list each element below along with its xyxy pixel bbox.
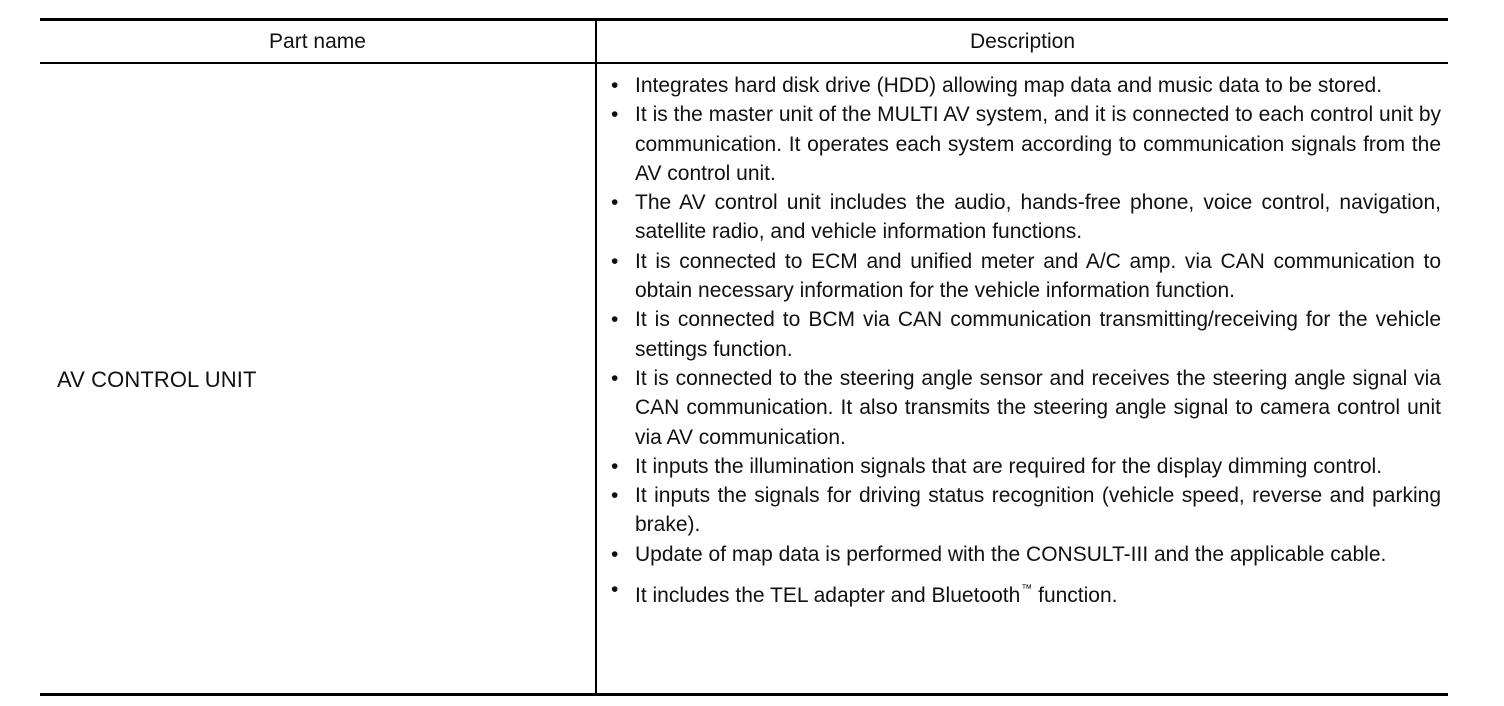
column-divider [595,21,597,693]
description-text: The AV control unit includes the audio, … [635,191,1441,244]
spec-table: Part name Description AV CONTROL UNIT • … [40,18,1448,696]
bullet-icon: • [611,191,619,215]
description-text: Integrates hard disk drive (HDD) allowin… [635,74,1383,97]
description-text: Update of map data is performed with the… [635,542,1387,566]
description-text: It includes the TEL adapter and Bluetoot… [635,584,1021,608]
description-text: It is the master unit of the MULTI AV sy… [635,103,1441,185]
bullet-icon: • [611,484,619,508]
description-item: • It inputs the signals for driving stat… [611,481,1441,540]
description-item: • It is connected to ECM and unified met… [611,247,1441,306]
bullet-icon: • [611,454,619,478]
bullet-icon: • [611,103,619,127]
description-item: • It is the master unit of the MULTI AV … [611,100,1441,188]
bullet-icon: • [611,249,619,273]
bullet-icon: • [611,308,619,332]
description-item: • It is connected to BCM via CAN communi… [611,305,1441,364]
description-text: It is connected to BCM via CAN communica… [635,308,1441,361]
description-list: • Integrates hard disk drive (HDD) allow… [611,71,1441,610]
description-item: • It is connected to the steering angle … [611,364,1441,452]
header-description: Description [969,29,1076,53]
trademark-symbol: ™ [1021,583,1033,596]
bullet-icon: • [611,578,619,602]
bullet-icon: • [611,542,619,566]
description-text: It inputs the illumination signals that … [635,454,1383,478]
description-text: It inputs the signals for driving status… [635,484,1441,537]
description-text: It is connected to ECM and unified meter… [635,249,1441,303]
table-header-row: Part name Description [40,21,1448,64]
description-text-end: function. [1032,584,1118,608]
part-name-cell: AV CONTROL UNIT [57,367,257,392]
description-text: It is connected to the steering angle se… [635,366,1441,449]
description-item: • It inputs the illumination signals tha… [611,452,1441,481]
description-item-bluetooth: • It includes the TEL adapter and Blueto… [611,575,1441,610]
bullet-icon: • [611,74,619,97]
description-item: • Integrates hard disk drive (HDD) allow… [611,71,1441,100]
header-part-name: Part name [269,29,366,53]
description-item: • Update of map data is performed with t… [611,540,1441,569]
bullet-icon: • [611,366,619,390]
description-item: • The AV control unit includes the audio… [611,188,1441,247]
